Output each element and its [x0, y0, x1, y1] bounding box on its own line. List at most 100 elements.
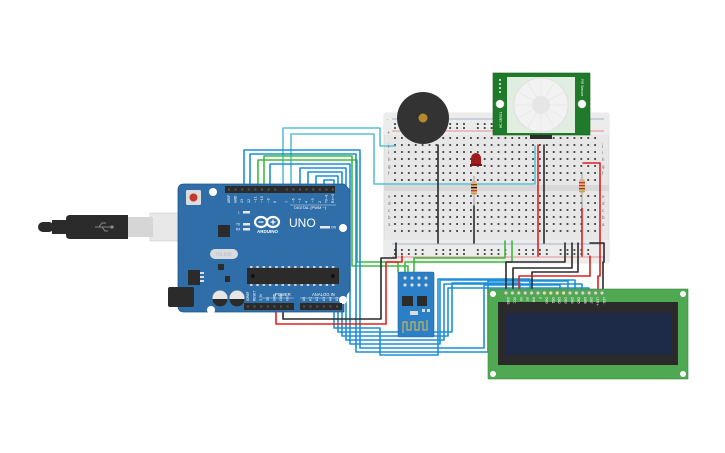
wire-red-lcd[interactable]: [518, 255, 591, 293]
breadboard-hole[interactable]: [497, 165, 500, 167]
breadboard-hole[interactable]: [552, 151, 555, 153]
breadboard-hole[interactable]: [421, 253, 424, 255]
breadboard-hole[interactable]: [463, 144, 465, 146]
breadboard-hole[interactable]: [518, 137, 521, 139]
breadboard-hole[interactable]: [490, 223, 493, 225]
lcd-pin[interactable]: [529, 291, 534, 296]
breadboard-hole[interactable]: [394, 249, 396, 251]
breadboard-hole[interactable]: [483, 179, 486, 181]
digital-pin[interactable]: [247, 188, 250, 191]
esp-pin[interactable]: [410, 276, 414, 280]
breadboard-hole[interactable]: [483, 216, 486, 218]
power-pin[interactable]: [286, 305, 289, 308]
breadboard-hole[interactable]: [407, 230, 410, 232]
breadboard-hole[interactable]: [449, 253, 452, 255]
esp-pin[interactable]: [424, 276, 428, 280]
breadboard-hole[interactable]: [504, 158, 507, 160]
breadboard-hole[interactable]: [594, 158, 596, 160]
power-pin[interactable]: [266, 305, 269, 308]
breadboard-hole[interactable]: [559, 179, 562, 181]
breadboard-hole[interactable]: [518, 165, 521, 167]
breadboard-hole[interactable]: [442, 165, 445, 167]
breadboard-hole[interactable]: [401, 230, 403, 232]
digital-pin[interactable]: [285, 188, 288, 191]
breadboard-hole[interactable]: [435, 165, 438, 167]
breadboard-hole[interactable]: [566, 172, 569, 174]
breadboard-hole[interactable]: [463, 253, 465, 255]
breadboard-hole[interactable]: [394, 165, 396, 167]
breadboard-hole[interactable]: [504, 165, 507, 167]
breadboard-hole[interactable]: [421, 209, 424, 211]
breadboard-hole[interactable]: [435, 216, 438, 218]
breadboard-hole[interactable]: [490, 253, 493, 255]
breadboard-hole[interactable]: [435, 223, 438, 225]
breadboard-hole[interactable]: [539, 253, 541, 255]
breadboard-hole[interactable]: [545, 165, 548, 167]
wire-blue-1[interactable]: [243, 149, 561, 349]
breadboard-hole[interactable]: [449, 165, 452, 167]
breadboard-hole[interactable]: [470, 230, 472, 232]
digital-pin[interactable]: [332, 188, 334, 191]
wire-light-blue-2[interactable]: [290, 133, 536, 191]
breadboard-hole[interactable]: [407, 144, 410, 146]
breadboard-hole[interactable]: [463, 158, 465, 160]
breadboard-hole[interactable]: [573, 195, 576, 197]
breadboard-hole[interactable]: [587, 230, 590, 232]
breadboard-hole[interactable]: [587, 209, 590, 211]
analog-pin[interactable]: [336, 305, 338, 308]
breadboard-hole[interactable]: [566, 144, 569, 146]
breadboard-hole[interactable]: [449, 172, 452, 174]
breadboard-hole[interactable]: [449, 179, 452, 181]
breadboard-hole[interactable]: [394, 172, 396, 174]
breadboard-hole[interactable]: [476, 216, 479, 218]
breadboard-hole[interactable]: [594, 209, 596, 211]
breadboard-hole[interactable]: [401, 195, 403, 197]
breadboard-hole[interactable]: [449, 230, 452, 232]
breadboard-hole[interactable]: [401, 165, 403, 167]
breadboard-hole[interactable]: [525, 158, 527, 160]
breadboard-hole[interactable]: [476, 253, 479, 255]
breadboard-hole[interactable]: [566, 158, 569, 160]
breadboard-hole[interactable]: [456, 179, 458, 181]
breadboard-hole[interactable]: [463, 165, 465, 167]
breadboard-hole[interactable]: [504, 144, 507, 146]
breadboard-hole[interactable]: [456, 253, 458, 255]
breadboard-hole[interactable]: [518, 172, 521, 174]
analog-pin[interactable]: [329, 305, 332, 308]
breadboard-hole[interactable]: [401, 209, 403, 211]
breadboard-hole[interactable]: [497, 137, 500, 139]
breadboard-hole[interactable]: [594, 216, 596, 218]
breadboard-hole[interactable]: [456, 158, 458, 160]
breadboard-hole[interactable]: [566, 223, 569, 225]
breadboard-hole[interactable]: [573, 209, 576, 211]
breadboard-hole[interactable]: [476, 151, 479, 153]
breadboard-hole[interactable]: [497, 253, 500, 255]
breadboard-hole[interactable]: [407, 179, 410, 181]
breadboard-hole[interactable]: [442, 179, 445, 181]
breadboard-hole[interactable]: [497, 202, 500, 204]
esp-pin[interactable]: [417, 276, 421, 280]
breadboard-hole[interactable]: [414, 230, 417, 232]
breadboard-hole[interactable]: [470, 195, 472, 197]
breadboard-hole[interactable]: [587, 253, 590, 255]
power-pin[interactable]: [247, 305, 249, 308]
lcd-pin[interactable]: [510, 291, 515, 296]
breadboard-hole[interactable]: [414, 172, 417, 174]
breadboard-hole[interactable]: [552, 144, 555, 146]
breadboard-hole[interactable]: [511, 202, 514, 204]
breadboard-hole[interactable]: [566, 137, 569, 139]
breadboard-hole[interactable]: [414, 151, 417, 153]
breadboard-hole[interactable]: [449, 158, 452, 160]
breadboard-hole[interactable]: [463, 127, 465, 129]
breadboard-hole[interactable]: [545, 223, 548, 225]
breadboard-hole[interactable]: [518, 144, 521, 146]
breadboard-hole[interactable]: [449, 249, 452, 251]
breadboard-hole[interactable]: [456, 249, 458, 251]
lcd-pin[interactable]: [600, 291, 605, 296]
breadboard-hole[interactable]: [587, 195, 590, 197]
breadboard-hole[interactable]: [532, 249, 534, 251]
breadboard-hole[interactable]: [559, 172, 562, 174]
breadboard-hole[interactable]: [525, 137, 527, 139]
breadboard-hole[interactable]: [566, 216, 569, 218]
lcd-pin[interactable]: [580, 291, 585, 296]
